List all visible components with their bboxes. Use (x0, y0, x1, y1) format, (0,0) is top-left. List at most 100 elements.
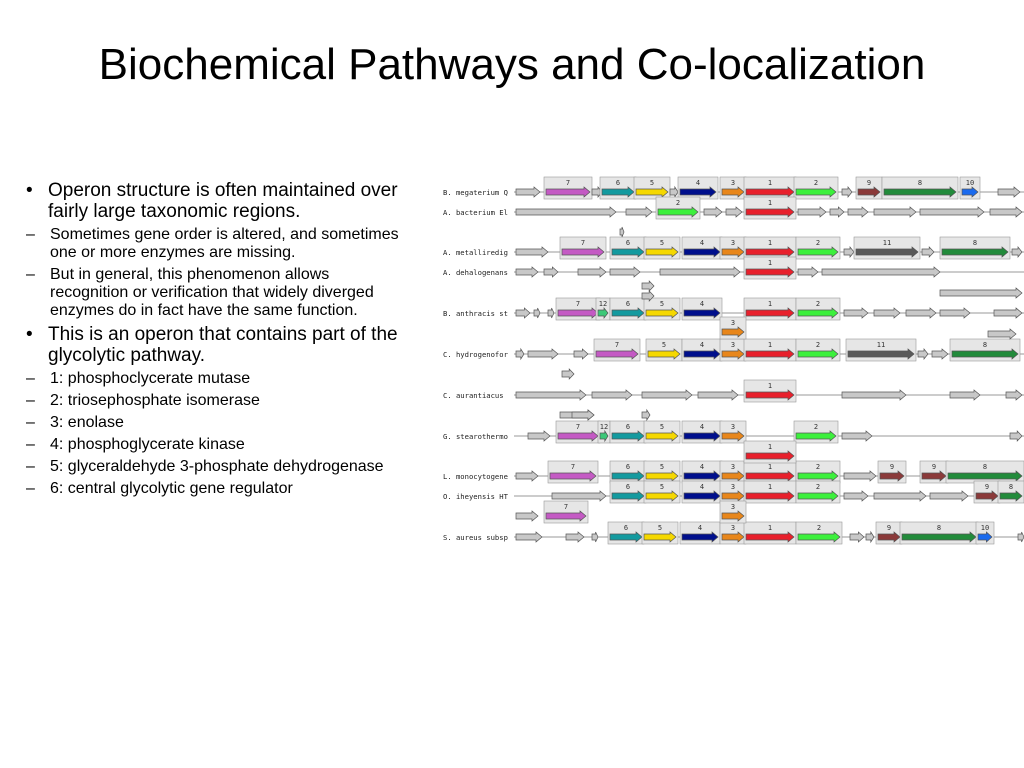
row-8-gene-1 (745, 470, 795, 482)
sub-bullet-gene-6: – 6: central glycolytic gene regulator (26, 480, 406, 498)
sub-bullet-recognition: – But in general, this phenomenon allows… (26, 266, 406, 320)
slide-title: Biochemical Pathways and Co-localization (98, 40, 926, 89)
row-4-gene-other (993, 307, 1023, 319)
floating-gene-other (939, 287, 1023, 299)
row-8-gene-other (843, 470, 877, 482)
organism-label: O. iheyensis HT (443, 492, 509, 501)
row-2-gene-other (515, 246, 549, 258)
row-1-gene-other (847, 206, 869, 218)
sub-bullet-gene-3: – 3: enolase (26, 414, 406, 432)
sub-bullet-mark: – (26, 480, 35, 497)
gene-number-label: 9 (867, 179, 871, 187)
row-5-gene-4 (683, 348, 721, 360)
organism-label: B. anthracis st (443, 309, 508, 318)
row-8-gene-4 (683, 470, 721, 482)
gene-number-label: 4 (700, 300, 704, 308)
gene-number-label: 1 (768, 259, 772, 267)
row-10-gene-4 (681, 531, 719, 543)
row-10-gene-1 (745, 531, 795, 543)
row-6-gene-other (515, 389, 587, 401)
row-4-gene-other (515, 307, 531, 319)
row-3-gene-other (609, 266, 641, 278)
row-4-gene-12 (597, 307, 609, 319)
row-10-gene-other (865, 530, 875, 544)
row-5-gene-other (573, 348, 589, 360)
gene-number-label: 1 (768, 382, 772, 390)
gene-number-label: 2 (676, 199, 680, 207)
row-0-gene-6 (601, 186, 635, 198)
row-7-gene-4 (683, 430, 721, 442)
gene-number-label: 1 (768, 483, 772, 491)
sub-bullet-text: 5: glyceraldehyde 3-phosphate dehydrogen… (50, 458, 384, 475)
row-4-gene-other (547, 307, 555, 319)
gene-number-label: 3 (731, 423, 735, 431)
floating-gene-other (641, 290, 655, 302)
gene-number-label: 4 (700, 463, 704, 471)
row-6-gene-1 (745, 389, 795, 401)
row-0-gene-7 (545, 186, 591, 198)
gene-number-label: 4 (700, 483, 704, 491)
gene-number-label: 8 (918, 179, 922, 187)
row-6-gene-other (591, 389, 633, 401)
row-10-gene-other (515, 531, 543, 543)
row-8-gene-2 (797, 470, 839, 482)
bullet-mark: • (26, 180, 33, 201)
bullet-text: This is an operon that contains part of … (48, 324, 398, 366)
gene-number-label: 6 (616, 179, 620, 187)
row-6-gene-other (697, 389, 739, 401)
row-5-gene-1 (745, 348, 795, 360)
row-5-gene-other (931, 348, 949, 360)
row-8-gene-9 (921, 470, 947, 482)
sub-bullet-text: 6: central glycolytic gene regulator (50, 480, 293, 497)
floating-gene-other (515, 510, 539, 522)
gene-number-label: 2 (816, 300, 820, 308)
gene-number-label: 11 (883, 239, 891, 247)
gene-number-label: 5 (660, 423, 664, 431)
row-1-gene-other (829, 206, 845, 218)
gene-number-label: 3 (731, 179, 735, 187)
row-7-gene-2 (795, 430, 837, 442)
gene-number-label: 3 (731, 503, 735, 511)
row-0-gene-2 (795, 186, 837, 198)
gene-number-label: 2 (814, 423, 818, 431)
organism-label: A. metalliredig (443, 248, 508, 257)
row-4-gene-2 (797, 307, 839, 319)
organism-label: A. bacterium El (443, 208, 508, 217)
row-2-gene-8 (941, 246, 1009, 258)
row-10-gene-8 (901, 531, 977, 543)
gene-number-label: 6 (626, 463, 630, 471)
floating-gene-other (561, 368, 575, 380)
gene-number-label: 5 (660, 300, 664, 308)
gene-number-label: 6 (624, 524, 628, 532)
row-9-gene-1 (745, 490, 795, 502)
row-10-gene-3 (721, 531, 745, 543)
row-1-gene-other (873, 206, 917, 218)
row-0-gene-other (841, 186, 853, 198)
row-6-gene-other (1005, 389, 1023, 401)
row-2-gene-7 (561, 246, 605, 258)
row-9-gene-4 (683, 490, 721, 502)
row-0-gene-5 (635, 186, 669, 198)
row-7-gene-5 (645, 430, 679, 442)
organism-label: C. hydrogenofor (443, 350, 509, 359)
gene-number-label: 1 (768, 463, 772, 471)
gene-number-label: 7 (571, 463, 575, 471)
floating-gene-other (571, 409, 595, 421)
row-8-gene-5 (645, 470, 679, 482)
gene-number-label: 5 (660, 463, 664, 471)
row-5-gene-5 (647, 348, 681, 360)
row-2-gene-other (1011, 246, 1023, 258)
gene-number-label: 2 (816, 483, 820, 491)
row-2-gene-1 (745, 246, 795, 258)
row-5-gene-other (527, 348, 559, 360)
sub-bullet-mark: – (26, 414, 35, 431)
row-9-gene-8 (999, 490, 1023, 502)
row-2-gene-3 (721, 246, 745, 258)
floating-gene-3 (721, 510, 745, 522)
row-1-gene-other (515, 206, 617, 218)
row-1-gene-2 (657, 206, 699, 218)
gene-number-label: 1 (768, 341, 772, 349)
row-2-gene-5 (645, 246, 679, 258)
row-2-gene-6 (611, 246, 645, 258)
